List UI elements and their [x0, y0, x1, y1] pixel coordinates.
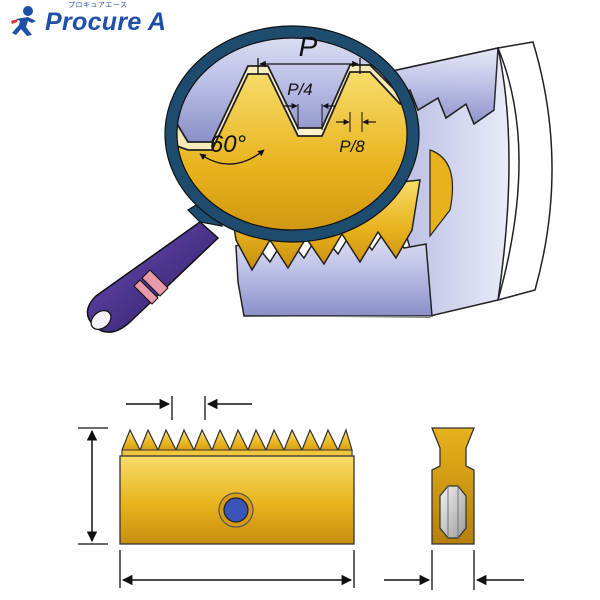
logo: Procure A	[8, 4, 166, 38]
pitch-label: P	[299, 31, 318, 62]
magnifier-handle	[86, 199, 224, 333]
insert-front-view	[119, 428, 355, 545]
insert-side-view	[431, 427, 475, 545]
angle-dimension: 60°	[199, 131, 265, 165]
dimension-lines	[78, 396, 524, 590]
lens-rim	[165, 26, 419, 242]
pitch-dimension: P	[257, 31, 361, 74]
logo-subtitle: プロキュアエース	[68, 1, 128, 9]
person-runner-icon	[11, 6, 36, 36]
eighth-pitch-dimension: P/8	[336, 112, 376, 156]
logo-name: Procure A	[45, 7, 167, 36]
eighth-pitch-label: P/8	[339, 137, 365, 156]
quarter-pitch-label: P/4	[287, 80, 313, 99]
angle-label: 60°	[210, 131, 247, 158]
quarter-pitch-dimension: P/4	[284, 80, 336, 130]
